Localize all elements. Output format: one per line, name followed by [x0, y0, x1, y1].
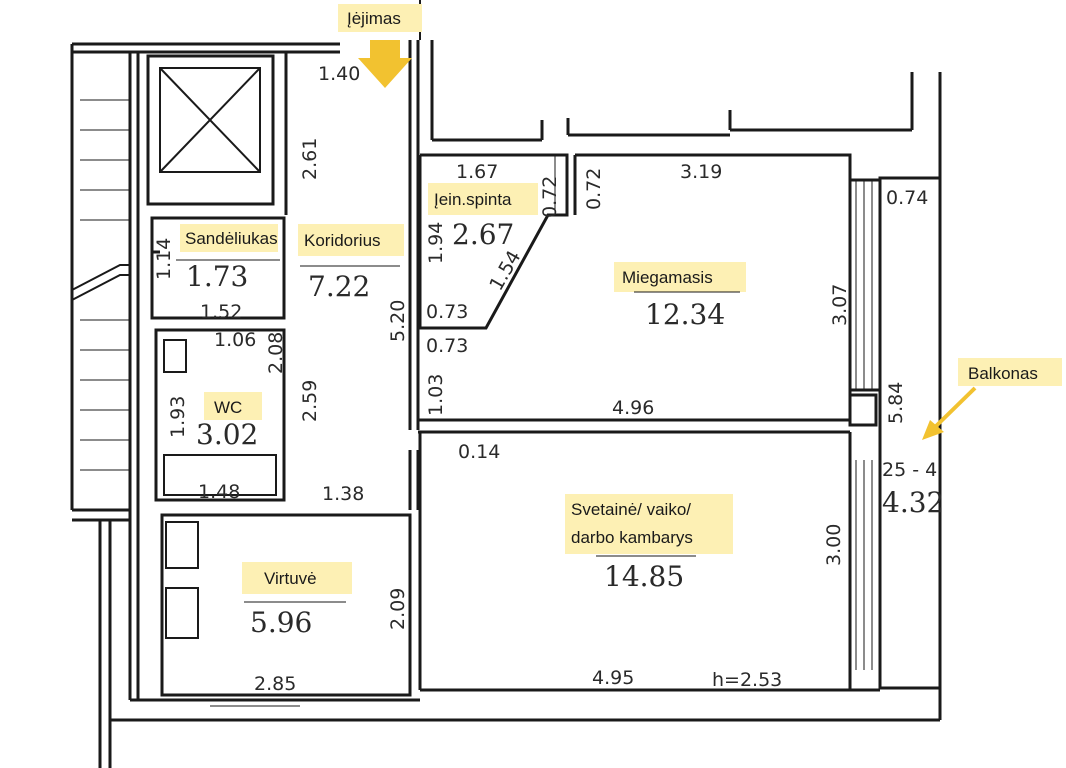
dim-bed-307: 3.07: [829, 284, 851, 326]
dim-closet-194: 1.94: [425, 222, 447, 264]
area-wc: 3.02: [196, 418, 258, 451]
dim-kit-138: 1.38: [322, 483, 364, 505]
dim-closet-072b: 0.72: [583, 168, 605, 210]
label-bedroom: Miegamasis: [622, 268, 713, 287]
walls: [70, 0, 942, 768]
dim-corr-261: 2.61: [299, 138, 321, 180]
entrance-arrow-icon: [358, 40, 412, 88]
dim-balc-584: 5.84: [885, 382, 907, 424]
area-bedroom: 12.34: [645, 298, 725, 331]
label-corridor: Koridorius: [304, 231, 381, 250]
dim-wc-208: 2.08: [265, 332, 287, 374]
label-storage: Sandėliukas: [185, 229, 278, 248]
label-balcony: Balkonas: [968, 364, 1038, 383]
area-storage: 1.73: [186, 260, 248, 293]
area-corridor: 7.22: [308, 270, 370, 303]
area-kitchen: 5.96: [250, 606, 312, 639]
area-closet: 2.67: [452, 218, 514, 251]
dim-liv-495: 4.95: [592, 667, 634, 689]
dim-stor-152: 1.52: [200, 301, 242, 323]
balcony-arrow-icon: [930, 386, 977, 432]
dim-kit-285: 2.85: [254, 673, 296, 695]
dim-wall-014: 0.14: [458, 441, 500, 463]
dim-wc-106: 1.06: [214, 329, 256, 351]
dim-height: h=2.53: [712, 669, 782, 691]
label-closet: Įein.spinta: [434, 190, 512, 209]
label-living-2: darbo kambarys: [571, 528, 693, 547]
dim-kit-209: 2.09: [387, 588, 409, 630]
label-entrance: Įėjimas: [347, 9, 401, 28]
dim-bed-103: 1.03: [425, 374, 447, 416]
balcony-arrowhead-icon: [922, 420, 944, 440]
dim-balc-074: 0.74: [886, 187, 928, 209]
dim-closet-167: 1.67: [456, 161, 498, 183]
label-kitchen: Virtuvė: [264, 569, 317, 588]
label-living-1: Svetainė/ vaiko/: [571, 500, 691, 519]
dim-closet-073b: 0.73: [426, 335, 468, 357]
dim-bed-319: 3.19: [680, 161, 722, 183]
dim-wc-193: 1.93: [167, 396, 189, 438]
area-balcony: 4.32: [882, 486, 944, 519]
dim-closet-072a: 0.72: [539, 176, 561, 218]
dim-wc-148: 1.48: [198, 481, 240, 503]
label-wc: WC: [214, 398, 242, 417]
area-living: 14.85: [604, 560, 684, 593]
dim-wc-259: 2.59: [299, 380, 321, 422]
dim-corr-520: 5.20: [387, 300, 409, 342]
dim-entry-140: 1.40: [318, 63, 360, 85]
dim-stor-114: 1.14: [153, 238, 175, 280]
dim-closet-073a: 0.73: [426, 301, 468, 323]
dim-balc-code: 25 - 4: [882, 459, 937, 481]
dim-closet-154: 1.54: [485, 247, 525, 295]
dim-bed-496: 4.96: [612, 397, 654, 419]
dim-liv-300: 3.00: [823, 524, 845, 566]
